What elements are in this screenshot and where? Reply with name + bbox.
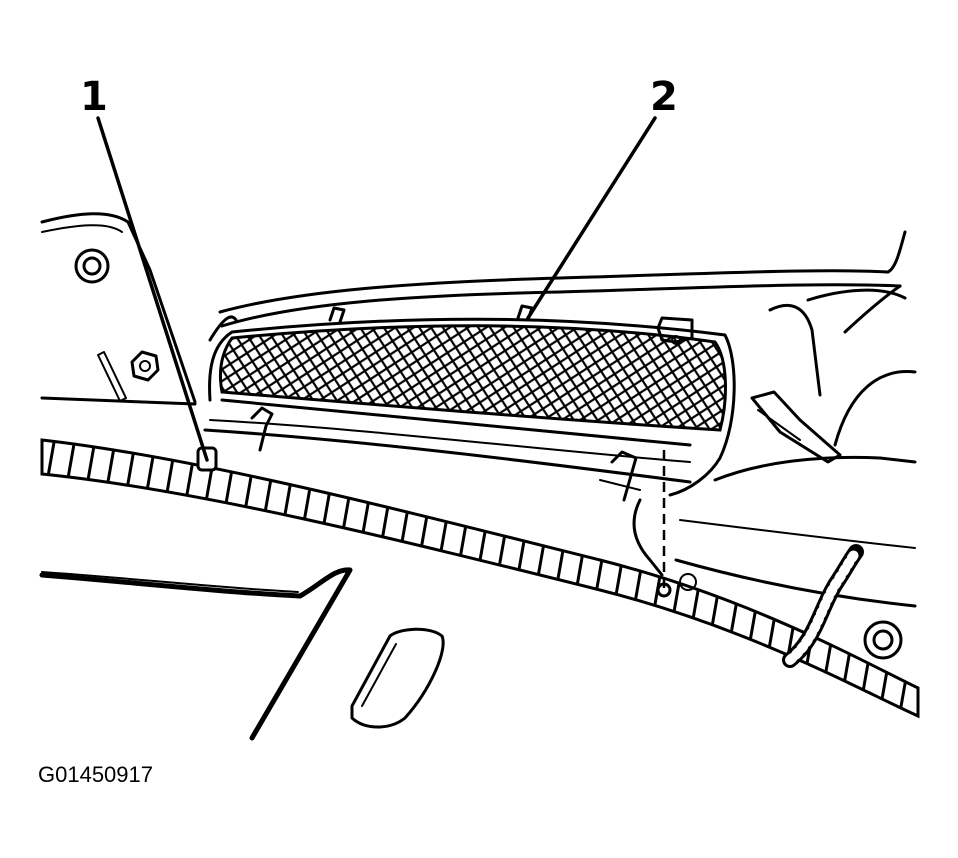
right-side-panel <box>674 288 917 660</box>
callout-1: 1 <box>80 74 108 120</box>
mesh-grille <box>218 324 727 432</box>
callout-2: 2 <box>650 74 678 120</box>
upper-left-panel <box>40 212 197 406</box>
grille-assembly <box>203 304 736 502</box>
lower-panel <box>39 567 445 741</box>
dashboard-seam <box>40 438 920 719</box>
wiring-harness <box>782 544 864 668</box>
lower-panel-opening <box>350 627 445 729</box>
figure-id-label: G01450917 <box>38 762 153 787</box>
leader-line-2 <box>526 116 657 320</box>
dashboard-upper-edge <box>208 230 907 342</box>
leader-line-1 <box>96 116 209 462</box>
